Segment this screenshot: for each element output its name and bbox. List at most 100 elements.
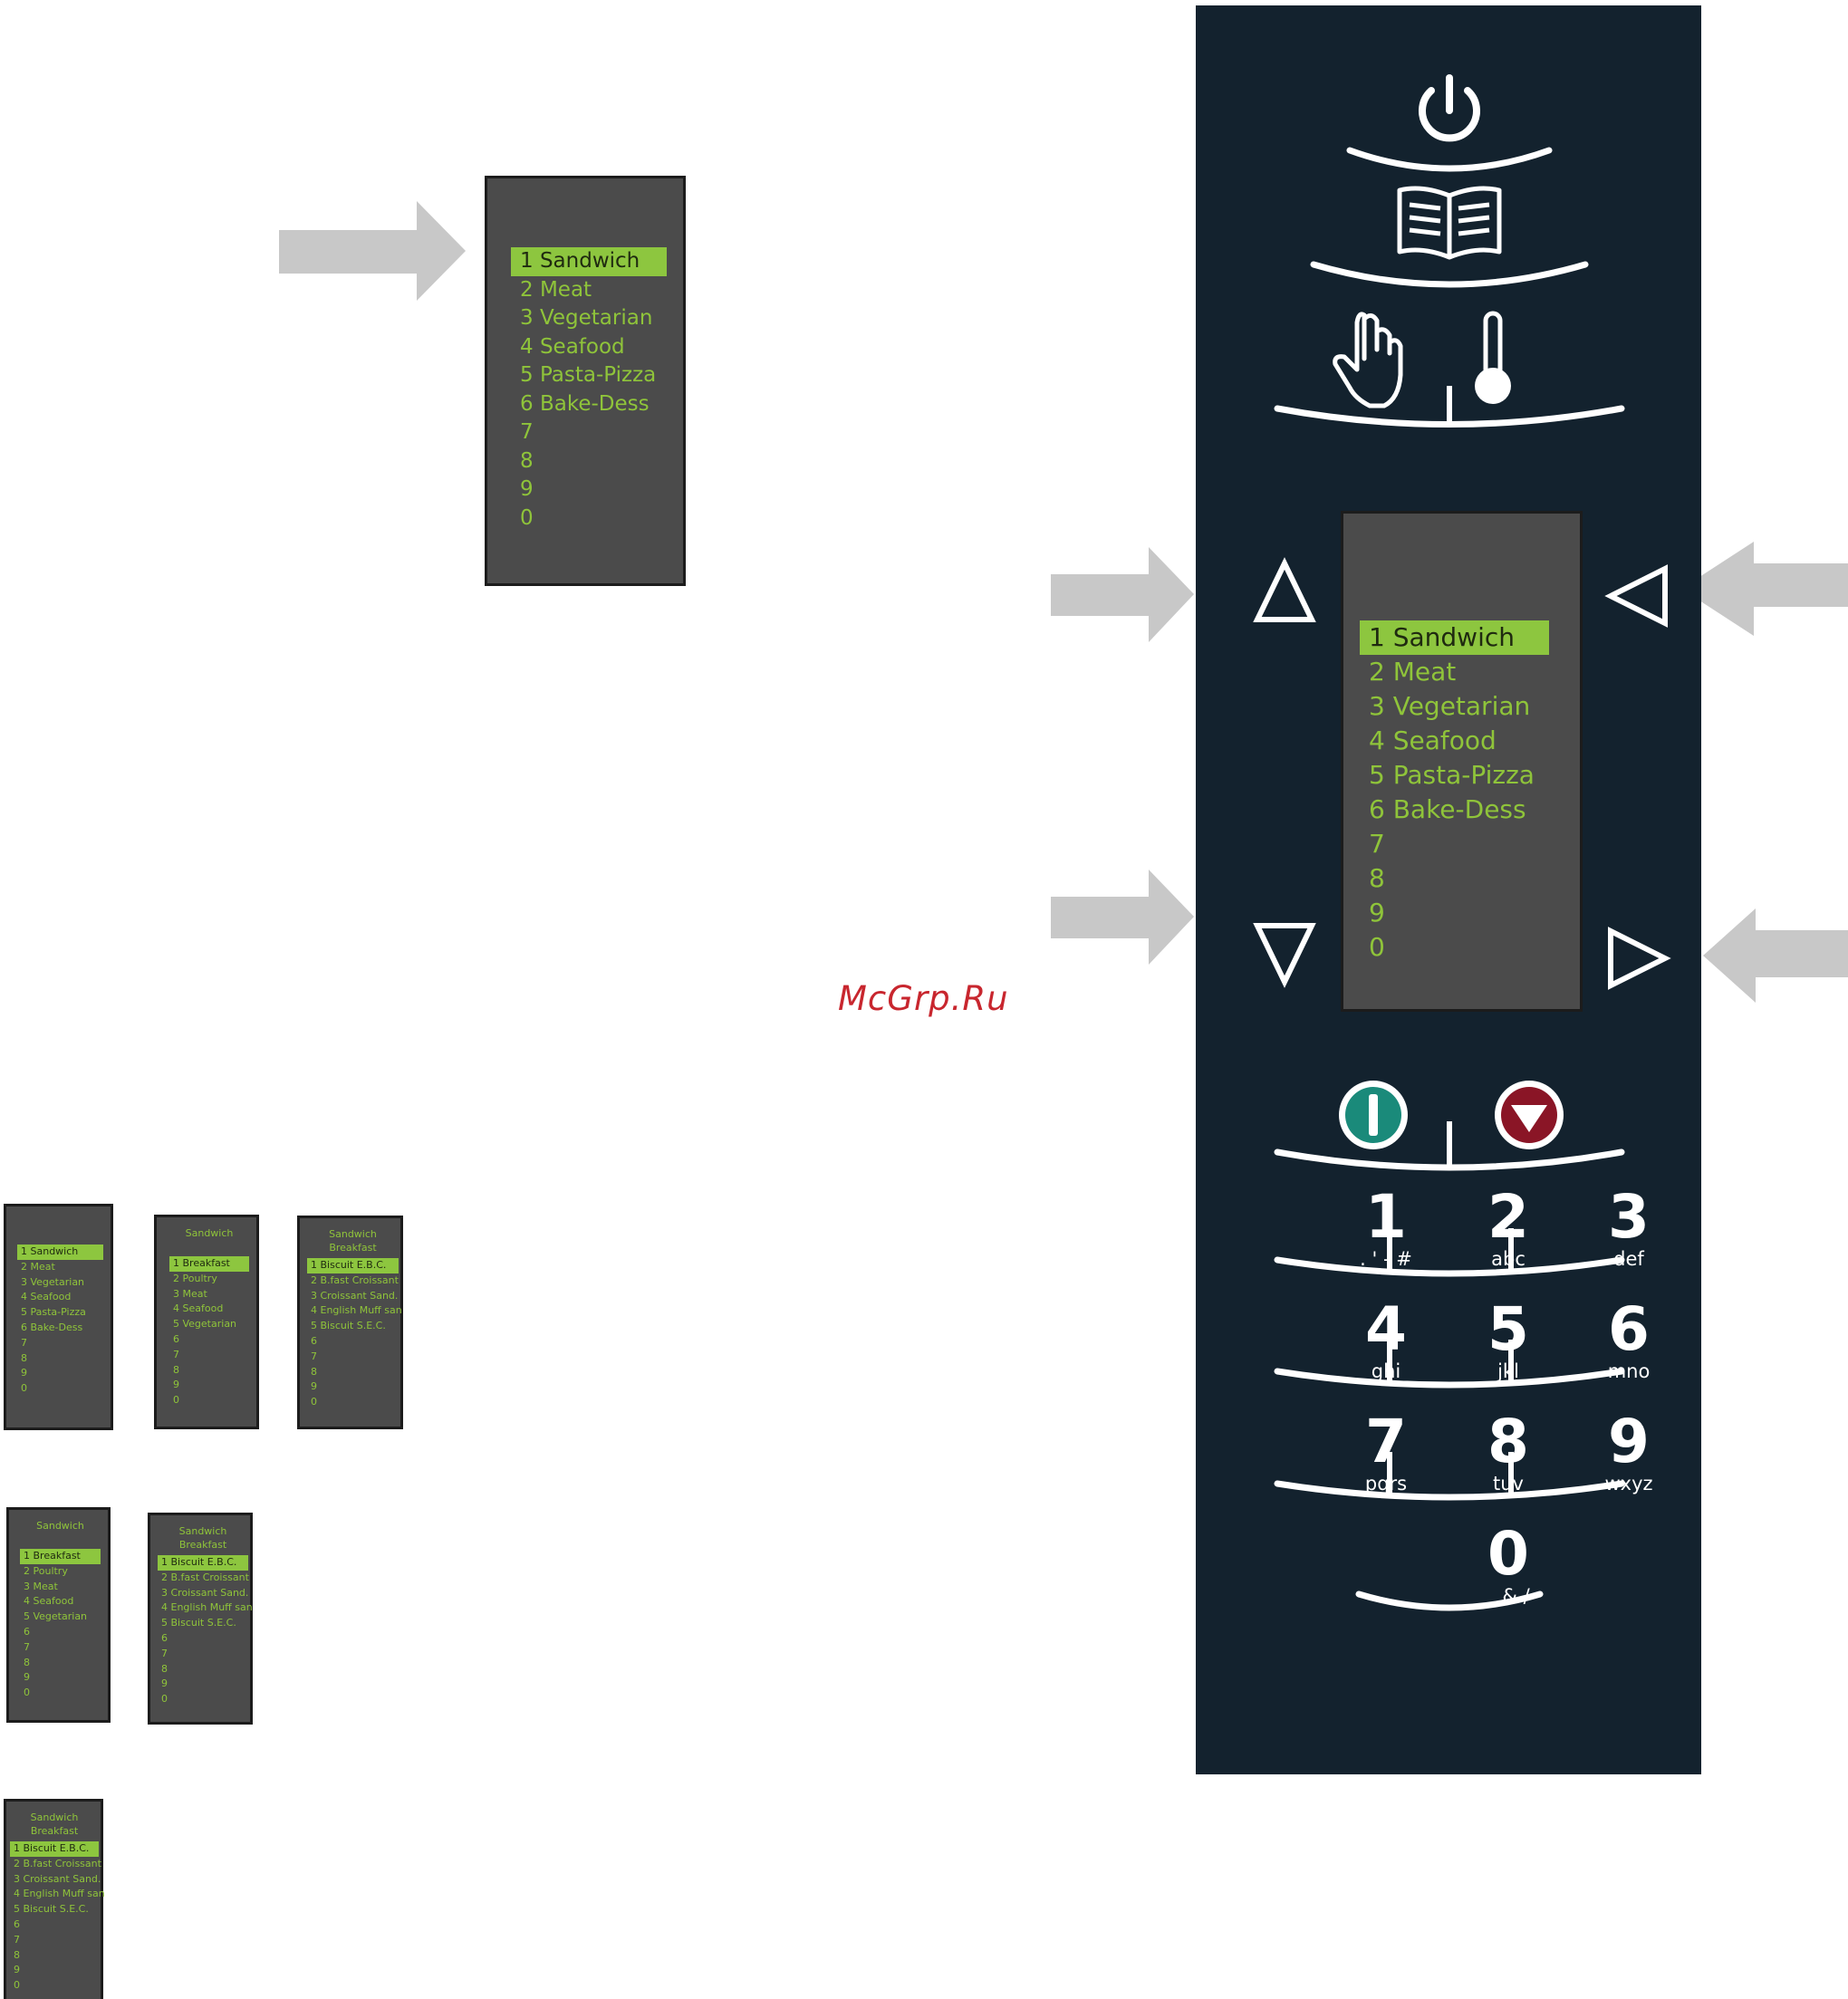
menu-item: 3 Croissant Sand. xyxy=(311,1289,399,1302)
menu-item: 6 xyxy=(14,1917,20,1930)
key-letters: ghi xyxy=(1371,1360,1401,1382)
key-digit: 7 xyxy=(1365,1407,1407,1476)
menu-item: 9 xyxy=(24,1671,30,1684)
key-0[interactable]: 0 _ & / xyxy=(1449,1524,1567,1615)
menu-item: 7 xyxy=(21,1336,27,1349)
menu-item-selected: 1 Breakfast xyxy=(20,1549,101,1564)
menu-item-selected: 1 Biscuit E.B.C. xyxy=(158,1555,248,1571)
menu-item: 5 Pasta-Pizza xyxy=(21,1306,86,1319)
power-button[interactable] xyxy=(1341,69,1558,178)
menu-item: 9 xyxy=(14,1964,20,1976)
thumbnail-spacer xyxy=(20,1533,101,1549)
up-button[interactable] xyxy=(1248,556,1321,629)
book-icon xyxy=(1397,186,1502,260)
down-button[interactable] xyxy=(1248,917,1321,989)
menu-item: 2 Meat xyxy=(1369,657,1457,687)
menu-item: 5 Vegetarian xyxy=(173,1318,237,1331)
menu-item: 6 xyxy=(24,1625,30,1638)
thumbnail-header: Breakfast xyxy=(30,1825,79,1837)
key-digit: 1 xyxy=(1365,1182,1407,1252)
recipe-book-button[interactable] xyxy=(1304,178,1594,295)
menu-item: 5 Biscuit S.E.C. xyxy=(161,1617,236,1629)
menu-item: 0 xyxy=(24,1687,30,1699)
menu-item: 2 Poultry xyxy=(173,1272,217,1284)
thumbnail-spacer xyxy=(169,1240,249,1256)
key-2[interactable]: 2 abc xyxy=(1449,1187,1567,1278)
key-letters: wxyz xyxy=(1604,1473,1653,1494)
key-letters: abc xyxy=(1491,1248,1526,1270)
key-4[interactable]: 4 ghi xyxy=(1327,1300,1445,1390)
thermometer-icon xyxy=(1475,311,1511,404)
start-button[interactable] xyxy=(1339,1081,1408,1149)
menu-item: 8 xyxy=(173,1363,179,1376)
menu-item: 7 xyxy=(520,420,534,444)
key-7[interactable]: 7 pqrs xyxy=(1327,1412,1445,1503)
key-9[interactable]: 9 wxyz xyxy=(1570,1412,1688,1503)
thumbnail-header: Sandwich xyxy=(36,1520,84,1532)
stop-button[interactable] xyxy=(1495,1081,1564,1149)
right-button[interactable] xyxy=(1602,922,1674,995)
menu-item: 8 xyxy=(311,1365,317,1378)
hand-icon xyxy=(1333,312,1403,408)
menu-item: 3 Vegetarian xyxy=(1369,691,1531,721)
menu-item: 9 xyxy=(161,1677,168,1690)
menu-item: 2 B.fast Croissant xyxy=(311,1273,399,1286)
menu-item: 5 Pasta-Pizza xyxy=(520,363,657,387)
key-8[interactable]: 8 tuv xyxy=(1449,1412,1567,1503)
menu-item: 6 Bake-Dess xyxy=(21,1321,83,1333)
watermark-text: McGrp.Ru xyxy=(838,979,1009,1018)
thumbnail-header: Sandwich xyxy=(185,1227,234,1239)
menu-item: 8 xyxy=(161,1662,168,1675)
menu-item: 6 Bake-Dess xyxy=(1369,794,1526,824)
key-digit: 6 xyxy=(1608,1294,1650,1364)
menu-item: 5 Vegetarian xyxy=(24,1610,88,1623)
menu-item: 0 xyxy=(520,505,534,530)
key-digit: 4 xyxy=(1365,1294,1407,1364)
menu-item: 8 xyxy=(21,1351,27,1364)
menu-item: 0 xyxy=(21,1382,27,1395)
key-digit: 9 xyxy=(1608,1407,1650,1476)
key-letters: _ & / xyxy=(1487,1585,1530,1607)
key-5[interactable]: 5 jkl xyxy=(1449,1300,1567,1390)
menu-item: 5 Biscuit S.E.C. xyxy=(311,1320,386,1332)
power-icon xyxy=(1419,74,1480,142)
menu-item: 8 xyxy=(24,1656,30,1668)
menu-item: 4 Seafood xyxy=(1369,726,1497,755)
key-letters: mno xyxy=(1607,1360,1651,1382)
right-arrow-icon xyxy=(1608,927,1671,990)
key-6[interactable]: 6 mno xyxy=(1570,1300,1688,1390)
keypad-dividers xyxy=(1274,1228,1625,1611)
menu-item-selected: 1 Biscuit E.B.C. xyxy=(307,1258,399,1273)
pointer-arrow-up-button xyxy=(1051,547,1194,642)
menu-item: 6 xyxy=(173,1332,179,1345)
down-arrow-icon xyxy=(1253,923,1316,988)
menu-item: 7 xyxy=(173,1348,179,1360)
menu-item: 2 Meat xyxy=(520,277,592,302)
key-letters: jkl xyxy=(1497,1360,1519,1382)
pointer-arrow-left-button xyxy=(1681,542,1848,636)
menu-item: 6 Bake-Dess xyxy=(520,391,650,416)
left-button[interactable] xyxy=(1602,560,1674,632)
manual-and-probe-buttons[interactable] xyxy=(1268,304,1631,431)
menu-item: 3 Vegetarian xyxy=(21,1275,85,1288)
up-arrow-icon xyxy=(1253,557,1316,622)
menu-item: 0 xyxy=(311,1396,317,1408)
menu-item: 6 xyxy=(311,1334,317,1347)
key-3[interactable]: 3 def xyxy=(1570,1187,1688,1278)
menu-item: 3 Croissant Sand. xyxy=(14,1872,101,1885)
menu-item: 2 B.fast Croissant xyxy=(14,1857,101,1869)
thumbnail-header: Breakfast xyxy=(329,1242,377,1254)
key-1[interactable]: 1 . ' - # xyxy=(1327,1187,1445,1278)
menu-item: 2 Poultry xyxy=(24,1564,68,1577)
menu-item: 3 Vegetarian xyxy=(520,306,653,330)
